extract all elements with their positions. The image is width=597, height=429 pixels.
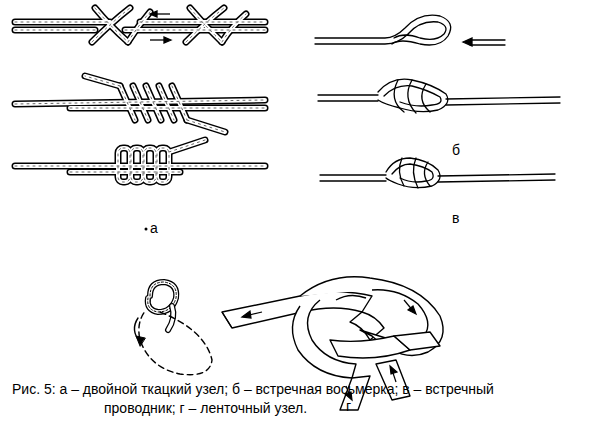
panel-letter: г	[346, 398, 351, 415]
figure-caption: Рис. 5: а – двойной ткацкий узел; б – вс…	[12, 380, 524, 418]
panel-letter: б	[452, 142, 460, 159]
panel-letter: а	[150, 220, 158, 237]
panel-letter: в	[452, 210, 459, 227]
